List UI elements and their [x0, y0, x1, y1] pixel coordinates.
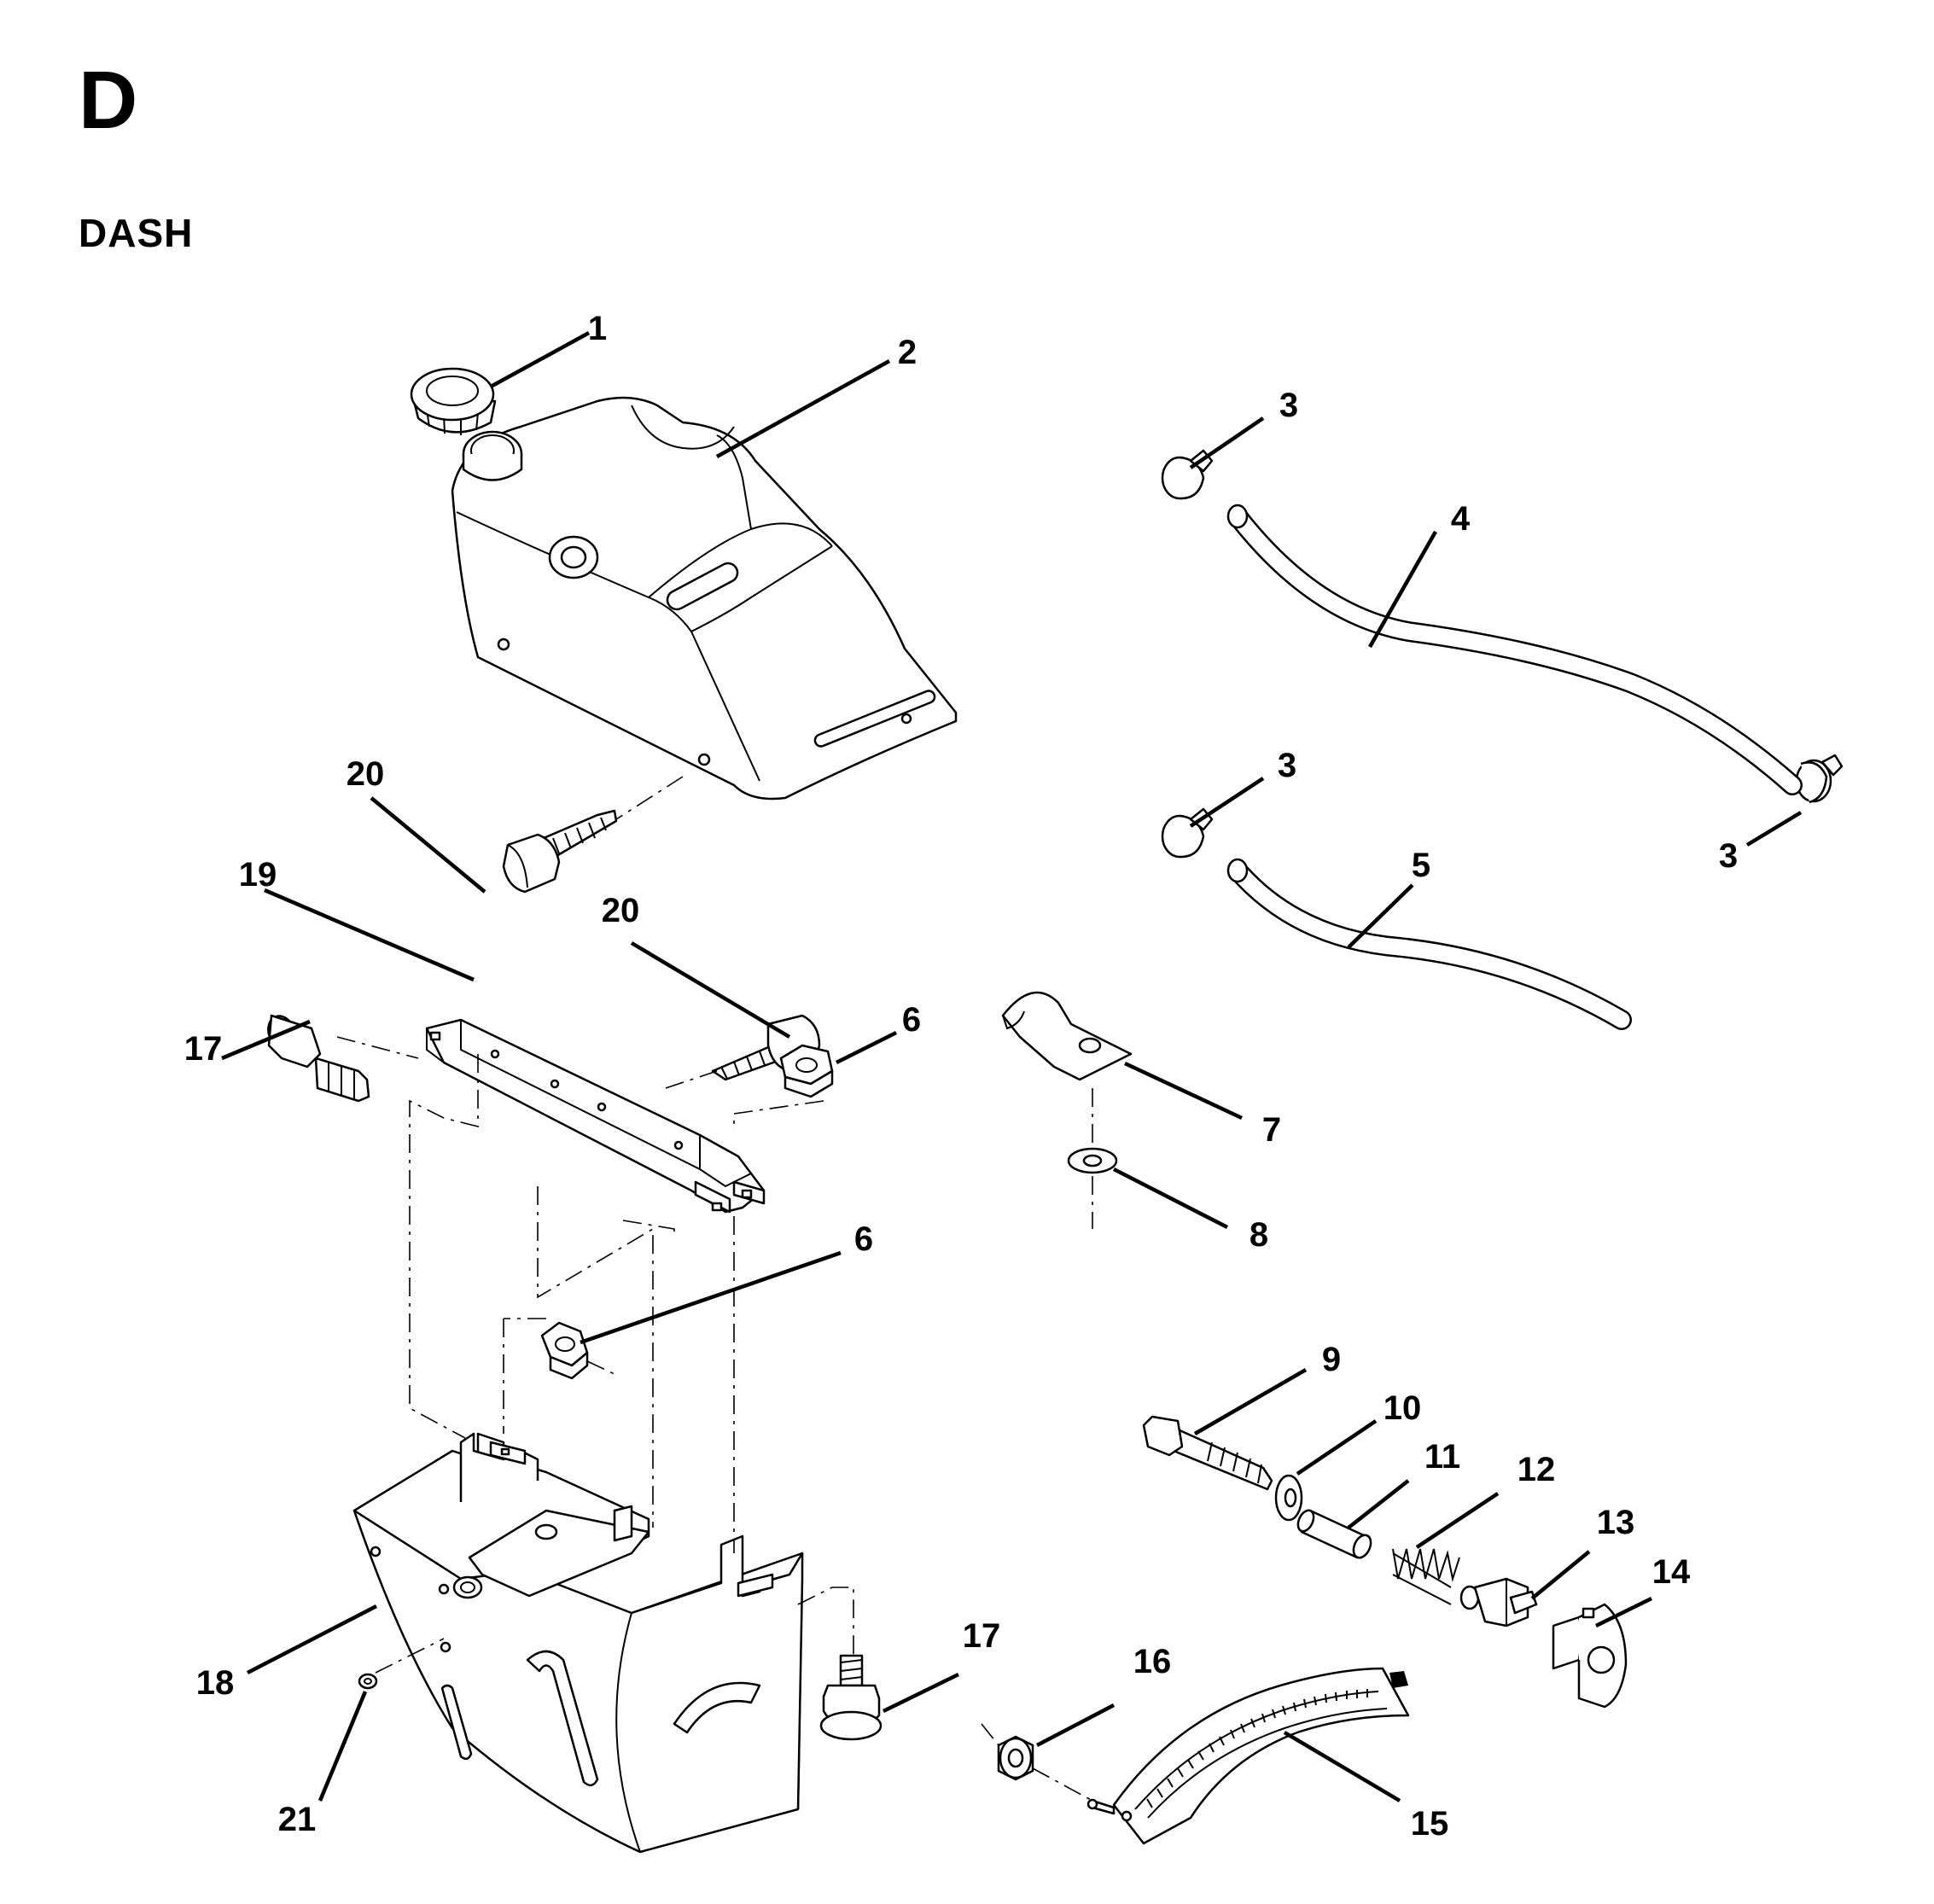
leader-lines [221, 331, 1803, 1802]
locknut-lower-part[interactable] [540, 1321, 589, 1380]
callout-18: 18 [196, 1664, 235, 1702]
callout-16: 16 [1133, 1643, 1172, 1680]
flange-nut-part[interactable] [997, 1735, 1034, 1781]
callout-2: 2 [898, 334, 917, 371]
callout-3-right: 3 [1719, 837, 1738, 875]
flat-washer-part[interactable] [1274, 1474, 1303, 1522]
callout-13: 13 [1597, 1504, 1635, 1541]
callout-5: 5 [1412, 847, 1430, 884]
section-title: DASH [79, 211, 194, 255]
callout-11: 11 [1424, 1438, 1460, 1476]
shoulder-bolt-upper-part[interactable] [264, 1012, 370, 1103]
callout-19: 19 [239, 856, 277, 894]
hose-clamp-middle-part[interactable] [1161, 807, 1214, 859]
spring-part[interactable] [1392, 1548, 1460, 1605]
callout-14: 14 [1652, 1553, 1691, 1591]
locknut-upper-part[interactable] [779, 1044, 834, 1098]
dash-panel-part[interactable] [352, 1432, 804, 1854]
callout-15: 15 [1411, 1805, 1449, 1843]
speed-plate-part[interactable] [1086, 1667, 1410, 1845]
fuel-tank-part[interactable] [451, 396, 958, 801]
callout-1: 1 [588, 310, 607, 347]
small-nut-part[interactable] [358, 1673, 378, 1690]
callout-6-lower: 6 [854, 1220, 873, 1258]
fuel-cap-part[interactable] [410, 367, 497, 435]
callout-8: 8 [1250, 1216, 1268, 1254]
hose-clamp-upper-part[interactable] [1161, 449, 1214, 500]
section-letter: D [79, 55, 138, 146]
callout-9: 9 [1322, 1341, 1341, 1378]
callout-7: 7 [1262, 1111, 1281, 1149]
spacer-part[interactable] [1295, 1508, 1374, 1561]
callout-10: 10 [1384, 1389, 1422, 1427]
callout-20-upper: 20 [347, 755, 385, 793]
hex-bolt-part[interactable] [1142, 1415, 1273, 1491]
plunger-part[interactable] [1459, 1577, 1538, 1627]
callout-4: 4 [1451, 500, 1471, 538]
callout-21: 21 [278, 1801, 317, 1838]
fuel-hose-upper-part[interactable] [1226, 504, 1803, 795]
callout-6-upper: 6 [902, 1001, 921, 1039]
washer-part[interactable] [1067, 1147, 1118, 1174]
retainer-part[interactable] [1552, 1603, 1628, 1709]
callout-17-lower: 17 [963, 1617, 1001, 1655]
callout-3-upper: 3 [1279, 387, 1298, 424]
hose-clamp-right-part[interactable] [1795, 754, 1844, 804]
shoulder-bolt-lower-part[interactable] [819, 1654, 883, 1741]
fuel-hose-lower-part[interactable] [1226, 858, 1632, 1030]
hidden-lines [336, 776, 1093, 1802]
callout-3-middle: 3 [1278, 747, 1296, 784]
hose-clip-part[interactable] [1001, 991, 1133, 1081]
callout-17-upper: 17 [184, 1030, 223, 1068]
steering-bracket-part[interactable] [425, 1018, 766, 1214]
callout-labels: 1 2 3 4 3 3 5 20 19 20 6 17 7 8 6 9 10 1… [184, 310, 1738, 1843]
callout-12: 12 [1517, 1451, 1556, 1488]
tapping-screw-upper-part[interactable] [502, 809, 618, 894]
callout-20-lower: 20 [602, 892, 640, 929]
